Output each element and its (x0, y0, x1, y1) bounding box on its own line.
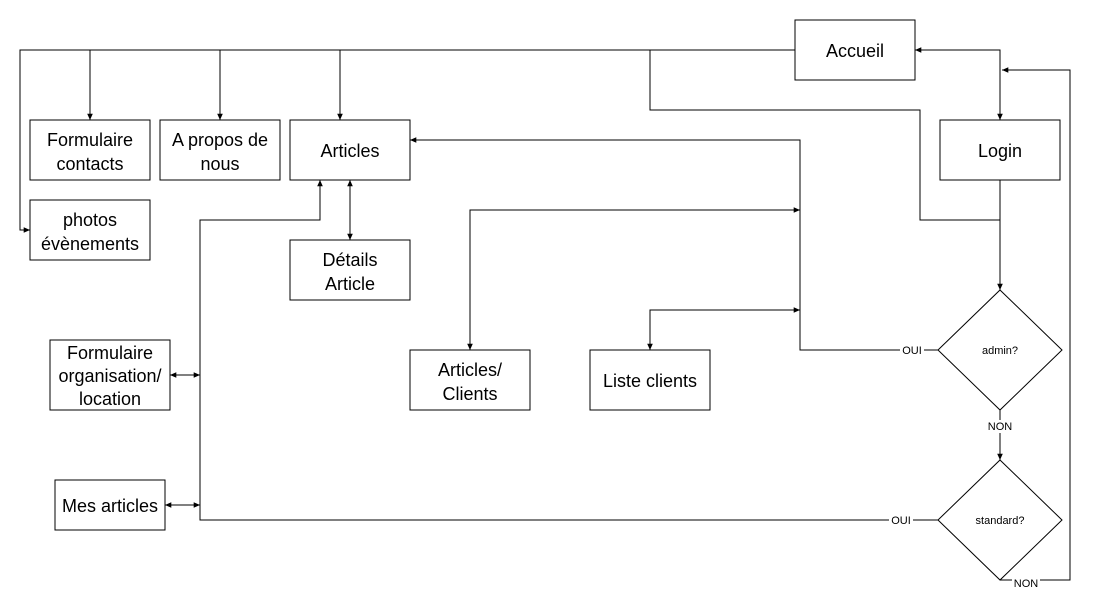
edge-label-admin-oui: OUI (900, 344, 924, 357)
svg-text:NON: NON (988, 421, 1013, 433)
node-articles-clients: Articles/ Clients (409, 349, 531, 411)
node-photos-evenements: photos évènements (29, 199, 151, 261)
svg-text:Accueil: Accueil (826, 41, 884, 61)
node-mes-articles: Mes articles (54, 479, 166, 531)
decision-admin: admin? (937, 289, 1063, 411)
node-liste-clients: Liste clients (589, 349, 711, 411)
edge-admin-oui (410, 137, 940, 351)
edge-label-standard-oui: OUI (889, 514, 913, 527)
svg-text:Liste clients: Liste clients (603, 371, 697, 391)
svg-text:évènements: évènements (41, 234, 139, 254)
node-login: Login (939, 119, 1061, 181)
svg-text:contacts: contacts (56, 154, 123, 174)
node-details-article: Détails Article (289, 239, 411, 301)
svg-text:Détails: Détails (322, 250, 377, 270)
svg-text:Formulaire: Formulaire (67, 343, 153, 363)
edge-label-admin-non: NON (986, 420, 1014, 433)
node-articles: Articles (289, 119, 411, 181)
node-a-propos: A propos de nous (159, 119, 281, 181)
decision-standard: standard? (937, 459, 1063, 581)
svg-text:location: location (79, 389, 141, 409)
svg-text:A propos de: A propos de (172, 130, 268, 150)
node-formulaire-contacts: Formulaire contacts (29, 119, 151, 181)
svg-text:Clients: Clients (442, 384, 497, 404)
svg-text:Articles: Articles (320, 141, 379, 161)
edge-liste-clients (647, 307, 800, 350)
svg-text:standard?: standard? (976, 515, 1025, 527)
svg-text:Article: Article (325, 274, 375, 294)
node-formulaire-organisation: Formulaire organisation/ location (49, 339, 171, 411)
svg-text:Login: Login (978, 141, 1022, 161)
edge-standard-oui (199, 180, 940, 521)
svg-text:nous: nous (200, 154, 239, 174)
svg-text:admin?: admin? (982, 345, 1018, 357)
svg-text:Articles/: Articles/ (438, 360, 502, 380)
svg-text:Formulaire: Formulaire (47, 130, 133, 150)
edge-label-standard-non: NON (1012, 576, 1040, 590)
svg-text:organisation/: organisation/ (58, 366, 161, 386)
svg-text:Mes articles: Mes articles (62, 496, 158, 516)
edges (19, 47, 1071, 581)
svg-text:OUI: OUI (891, 515, 911, 527)
node-accueil: Accueil (794, 19, 916, 81)
svg-text:NON: NON (1014, 578, 1039, 590)
edge-articles-clients (467, 207, 800, 350)
svg-text:photos: photos (63, 210, 117, 230)
edge-accueil-login (915, 47, 1003, 120)
edge-accueil-bus (19, 49, 795, 233)
svg-text:OUI: OUI (902, 345, 922, 357)
